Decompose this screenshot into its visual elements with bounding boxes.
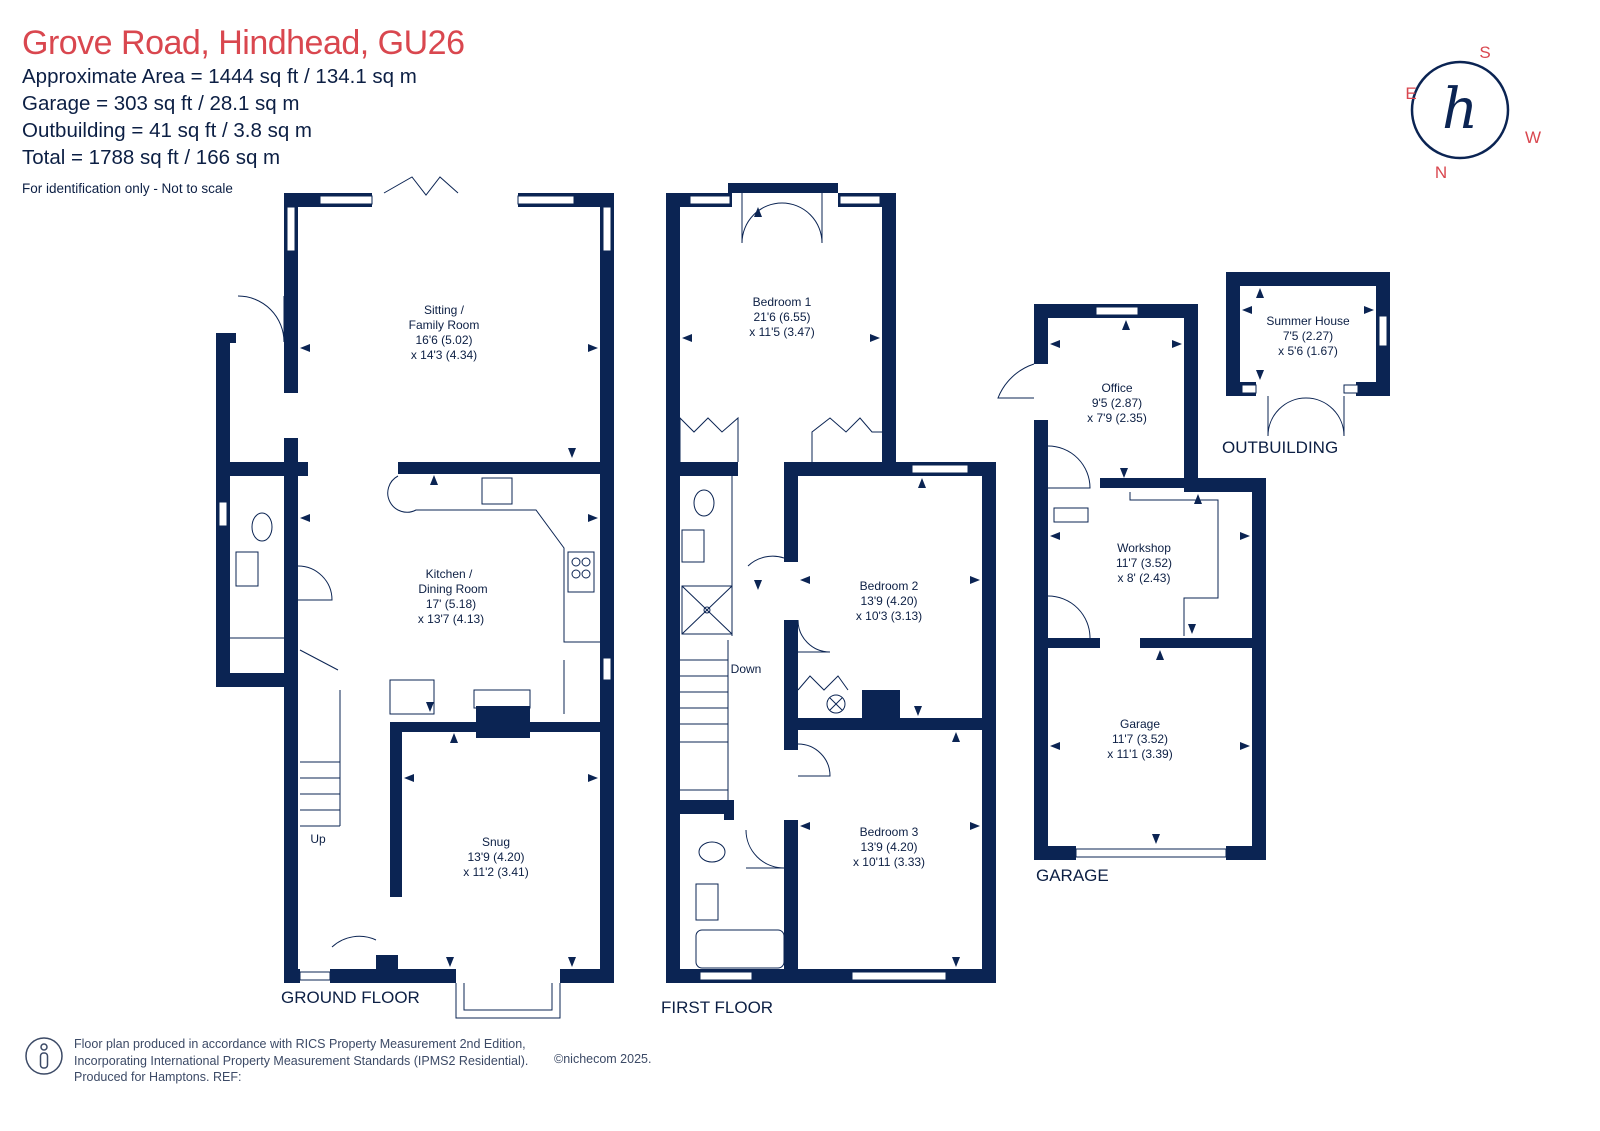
- footer-line-2: Incorporating International Property Mea…: [74, 1053, 529, 1068]
- first-floor-label: FIRST FLOOR: [661, 998, 773, 1017]
- ground-floor-label: GROUND FLOOR: [281, 988, 420, 1007]
- bedroom1-dim-2: x 11'5 (3.47): [749, 325, 814, 339]
- ground-floor-plan: Sitting / Family Room 16'6 (5.02) x 14'3…: [216, 176, 614, 1019]
- workshop-dim: 11'7 (3.52): [1116, 556, 1172, 570]
- compass-logo: h S E W N: [1405, 43, 1541, 182]
- bedroom3-name: Bedroom 3: [860, 825, 919, 839]
- compass-w: W: [1525, 128, 1541, 147]
- footer-line-1: Floor plan produced in accordance with R…: [74, 1037, 526, 1051]
- snug-dim: 13'9 (4.20): [468, 850, 525, 864]
- bedroom2-dim-2: x 10'3 (3.13): [856, 609, 922, 623]
- kitchen-name: Kitchen /: [426, 567, 473, 581]
- outbuilding-area: Outbuilding = 41 sq ft / 3.8 sq m: [22, 119, 313, 142]
- summer-house-dim-2: x 5'6 (1.67): [1278, 344, 1338, 358]
- footer-line-3: Produced for Hamptons. REF:: [74, 1070, 242, 1084]
- sitting-room-name: Sitting /: [424, 303, 465, 317]
- compass-e: E: [1405, 84, 1416, 103]
- garage-plan: Office 9'5 (2.87) x 7'9 (2.35) Workshop …: [997, 304, 1266, 885]
- outbuilding-label: OUTBUILDING: [1222, 438, 1338, 457]
- snug-name: Snug: [482, 835, 510, 849]
- compass-n: N: [1435, 163, 1447, 182]
- sitting-room-name-2: Family Room: [409, 318, 480, 332]
- bedroom1-dim: 21'6 (6.55): [754, 310, 811, 324]
- bedroom3-dim-2: x 10'11 (3.33): [853, 855, 925, 869]
- workshop-name: Workshop: [1117, 541, 1171, 555]
- copyright: ©nichecom 2025.: [554, 1052, 652, 1066]
- garage-dim: 11'7 (3.52): [1112, 732, 1168, 746]
- garage-dim-2: x 11'1 (3.39): [1107, 747, 1172, 761]
- bedroom2-name: Bedroom 2: [860, 579, 919, 593]
- footer-notes: Floor plan produced in accordance with R…: [74, 1036, 528, 1086]
- info-icon: [25, 1037, 63, 1075]
- kitchen-dim-2: x 13'7 (4.13): [418, 612, 484, 626]
- logo-mark: h: [1442, 77, 1478, 142]
- approximate-area: Approximate Area = 1444 sq ft / 134.1 sq…: [22, 65, 417, 88]
- kitchen-dim: 17' (5.18): [426, 597, 476, 611]
- first-floor-plan: Bedroom 1 21'6 (6.55) x 11'5 (3.47) Bedr…: [661, 183, 996, 1017]
- page-title: Grove Road, Hindhead, GU26: [22, 24, 465, 62]
- snug-dim-2: x 11'2 (3.41): [463, 865, 528, 879]
- summer-house-dim: 7'5 (2.27): [1283, 329, 1333, 343]
- compass-s: S: [1479, 43, 1490, 62]
- bedroom2-dim: 13'9 (4.20): [861, 594, 918, 608]
- sitting-room-dim: 16'6 (5.02): [416, 333, 473, 347]
- stairs-down-label: Down: [731, 662, 762, 676]
- scale-disclaimer: For identification only - Not to scale: [22, 181, 233, 196]
- office-dim: 9'5 (2.87): [1092, 396, 1142, 410]
- outbuilding-plan: Summer House 7'5 (2.27) x 5'6 (1.67) OUT…: [1222, 272, 1390, 457]
- stairs-up-label: Up: [310, 832, 326, 846]
- total-area: Total = 1788 sq ft / 166 sq m: [22, 146, 281, 169]
- sitting-room-dim-2: x 14'3 (4.34): [411, 348, 477, 362]
- bedroom1-name: Bedroom 1: [753, 295, 812, 309]
- garage-name: Garage: [1120, 717, 1160, 731]
- office-name: Office: [1101, 381, 1132, 395]
- kitchen-name-2: Dining Room: [418, 582, 487, 596]
- garage-area: Garage = 303 sq ft / 28.1 sq m: [22, 92, 300, 115]
- office-dim-2: x 7'9 (2.35): [1087, 411, 1147, 425]
- garage-label: GARAGE: [1036, 866, 1109, 885]
- workshop-dim-2: x 8' (2.43): [1118, 571, 1171, 585]
- bedroom3-dim: 13'9 (4.20): [861, 840, 918, 854]
- summer-house-name: Summer House: [1266, 314, 1350, 328]
